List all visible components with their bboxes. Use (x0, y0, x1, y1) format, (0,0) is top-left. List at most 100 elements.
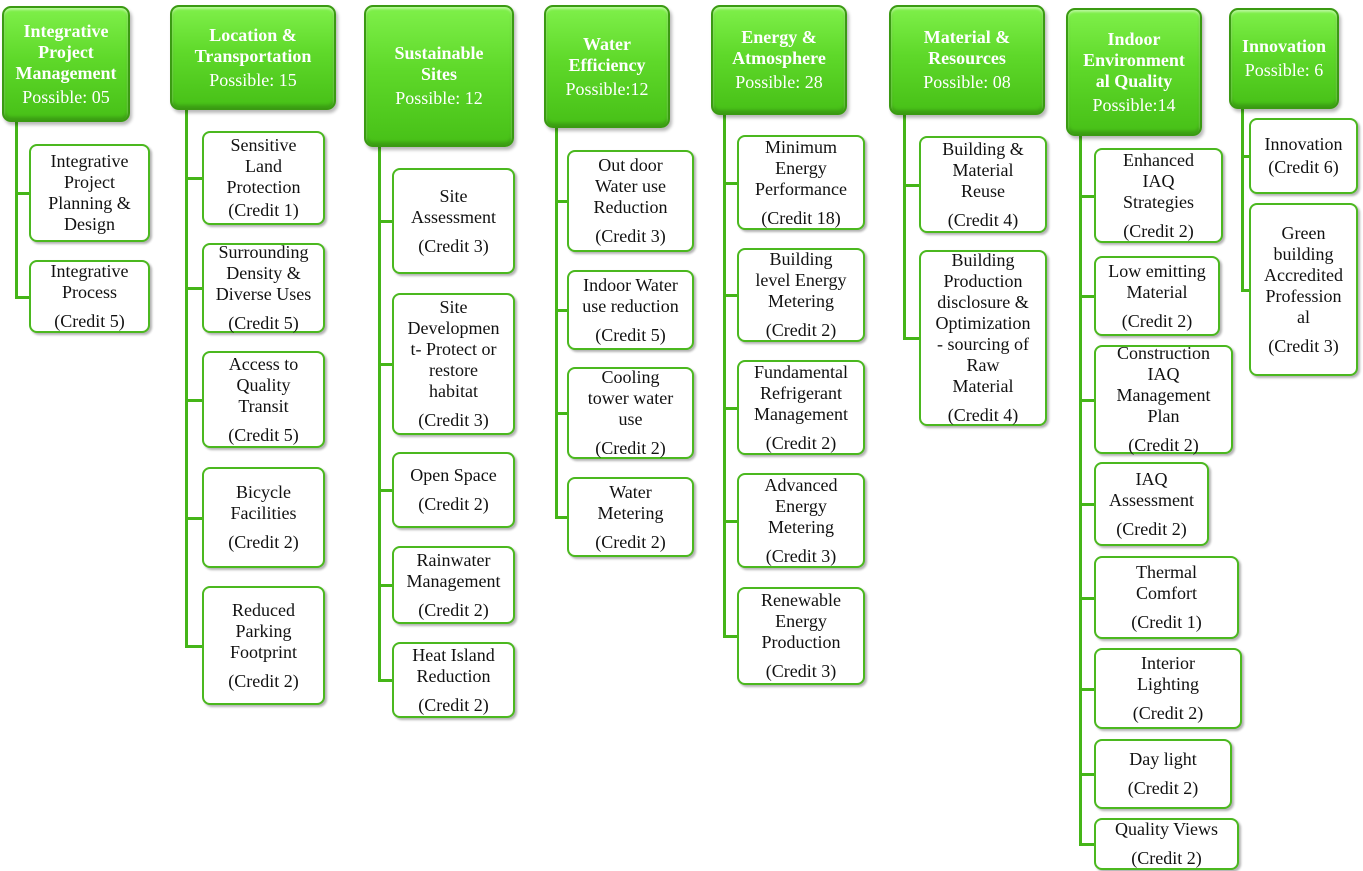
credit-item: Quality Views(Credit 2) (1094, 818, 1239, 870)
credit-item: Surrounding Density & Diverse Uses (Credi… (202, 242, 325, 333)
connector-branch (378, 679, 393, 682)
credit-item-label: Site Assessment (411, 185, 496, 227)
credit-item-points: (Credit 3) (418, 235, 489, 256)
credit-item-points: (Credit 3) (418, 410, 489, 430)
credit-item: Integrative Process (Credit 5) (29, 260, 150, 333)
connector-branch (555, 516, 568, 519)
connector-branch (1241, 155, 1250, 158)
credit-item-label: Heat Island Reduction (412, 644, 495, 686)
category-possible-points: Possible: 15 (209, 69, 297, 90)
category-title: Sustainable Sites (394, 43, 484, 84)
connector-branch (378, 584, 393, 587)
credit-item-points: (Credit 2) (1131, 848, 1202, 868)
credit-item-label: Bicycle Facilities (230, 482, 297, 523)
credit-item-points: (Credit 1) (1131, 612, 1202, 632)
connector-branch (185, 398, 203, 402)
credit-item-points: (Credit 3) (1268, 335, 1339, 356)
category-title: Integrative Project Management (15, 20, 117, 83)
connector-branch (15, 295, 30, 299)
credit-item-points: (Credit 2) (595, 438, 666, 458)
credit-item: Reduced Parking Footprint (Credit 2) (202, 586, 325, 705)
credit-item-label: Site Developmen t- Protect or restore ha… (407, 297, 500, 401)
credit-item-points: (Credit 4) (947, 405, 1019, 425)
category-possible-points: Possible: 28 (735, 72, 823, 92)
credit-item-label: Enhanced IAQ Strategies (1123, 149, 1194, 212)
connector-spine (378, 145, 381, 682)
credit-item-label: Building level Energy Metering (755, 249, 847, 311)
credit-item-label: Green building Accredited Profession al (1264, 222, 1343, 327)
category-possible-points: Possible: 08 (923, 72, 1011, 92)
credit-item-points: (Credit 3) (595, 226, 666, 246)
credit-item: Site Developmen t- Protect or restore ha… (392, 293, 515, 435)
credit-item: Fundamental Refrigerant Management(Credi… (737, 360, 865, 455)
credit-item-points: (Credit 2) (418, 694, 489, 715)
credit-item-points: (Credit 2) (1121, 310, 1193, 331)
category-possible-points: Possible: 05 (22, 86, 110, 107)
credit-item-points: (Credit 2) (595, 531, 666, 552)
connector-branch (185, 177, 203, 180)
credit-item-points: (Credit 5) (228, 313, 299, 333)
credit-item-label: Reduced Parking Footprint (229, 599, 297, 662)
credit-item-points: (Credit 5) (54, 311, 125, 331)
credit-item-label: Interior Lighting (1137, 653, 1199, 694)
credit-item-points: (Credit 4) (947, 209, 1019, 230)
credit-item: Indoor Water use reduction (Credit 5) (567, 270, 694, 350)
credit-item: Day light(Credit 2) (1094, 739, 1232, 809)
credit-item: Building & Material Reuse (Credit 4) (919, 136, 1047, 233)
connector-branch (15, 192, 30, 195)
connector-branch (378, 220, 393, 223)
connector-branch (555, 412, 568, 415)
credit-item-points: (Credit 2) (1128, 435, 1199, 455)
credit-item-label: Minimum Energy Performance (755, 136, 847, 199)
connector-branch (1241, 288, 1250, 292)
category-title: Indoor Environment al Quality (1083, 28, 1185, 91)
category-title: Innovation (1241, 36, 1327, 56)
connector-spine (903, 113, 906, 340)
category-title: Water Efficiency (568, 33, 646, 75)
credit-item-points: (Credit 2) (228, 532, 299, 552)
credit-item: Thermal Comfort (Credit 1) (1094, 556, 1239, 639)
connector-spine (15, 120, 18, 299)
connector-branch (723, 406, 738, 410)
connector-branch (723, 635, 738, 638)
credit-item: Sensitive Land Protection(Credit 1) (202, 131, 325, 225)
connector-spine (1241, 107, 1244, 292)
credit-item-points: (Credit 18) (761, 207, 841, 228)
credit-item-points: (Credit 2) (765, 432, 837, 453)
connector-branch (1079, 295, 1095, 298)
connector-spine (1079, 134, 1082, 846)
credit-item-label: Access to Quality Transit (228, 353, 299, 416)
credit-item-points: (Credit 2) (1132, 703, 1204, 723)
connector-branch (723, 294, 738, 297)
credit-item: Minimum Energy Performance (Credit 18) (737, 135, 865, 230)
credit-item-points: (Credit 5) (595, 324, 666, 345)
connector-branch (1079, 596, 1095, 600)
credit-item-label: Building & Material Reuse (942, 138, 1024, 201)
credit-item-points: (Credit 2) (1116, 518, 1187, 539)
credit-item-label: Construction IAQ Management Plan (1116, 343, 1211, 426)
credit-item-label: Thermal Comfort (1136, 562, 1197, 603)
credit-item-label: Surrounding Density & Diverse Uses (215, 242, 312, 304)
credit-item-label: IAQ Assessment (1109, 468, 1194, 510)
category-possible-points: Possible:12 (565, 78, 649, 99)
credit-item-label: Water Metering (597, 481, 664, 523)
credit-item-label: Open Space (410, 465, 497, 485)
credit-item-points: (Credit 2) (418, 494, 489, 514)
category-title: Energy & Atmosphere (732, 27, 826, 68)
credit-item-label: Integrative Process (50, 261, 129, 302)
credit-item-points: (Credit 2) (228, 670, 299, 691)
connector-branch (723, 181, 738, 185)
credit-item-points: (Credit 5) (228, 424, 299, 445)
credit-item-label: Indoor Water use reduction (582, 274, 679, 316)
credit-item-label: Low emitting Material (1108, 260, 1206, 302)
credit-item: Cooling tower water use(Credit 2) (567, 367, 694, 459)
credit-item-points: (Credit 3) (765, 661, 837, 681)
credit-item: Innovation(Credit 6) (1249, 118, 1358, 194)
